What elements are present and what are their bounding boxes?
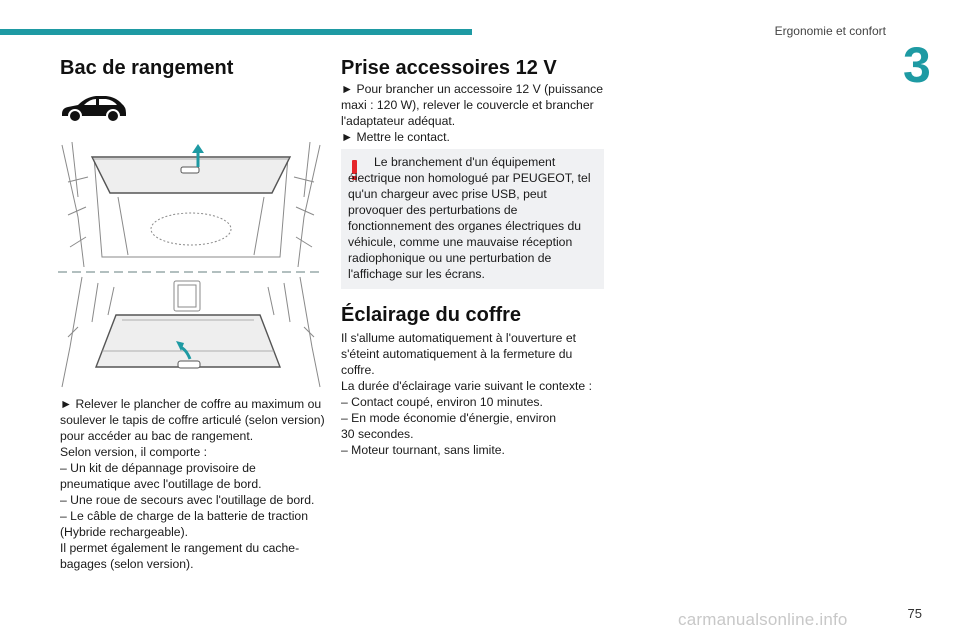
eclairage-text: Il s'allume automatiquement à l'ouvertur… [341,330,605,458]
text-line: Il s'allume automatiquement à l'ouvertur… [341,331,576,345]
warning-exclamation-icon [352,160,357,180]
text-line: l'adaptateur adéquat. [341,114,456,128]
section-heading-prise-12v: Prise accessoires 12 V [341,57,557,79]
text-line: Selon version, il comporte : [60,445,207,459]
warning-box: Le branchement d'un équipement électriqu… [341,149,604,289]
text-line: – Le câble de charge de la batterie de t… [60,509,308,523]
text-line: bagages (selon version). [60,557,194,571]
section-heading-bac-de-rangement: Bac de rangement [60,57,234,79]
text-line: – Un kit de dépannage provisoire de [60,461,256,475]
text-line: s'éteint automatiquement à la fermeture … [341,347,573,361]
page-number: 75 [907,606,922,621]
watermark: carmanualsonline.info [678,610,848,629]
chapter-number: 3 [903,37,931,93]
text-line: – Contact coupé, environ 10 minutes. [341,395,543,409]
chapter-accent-bar [0,29,472,35]
trunk-storage-illustration [58,141,324,388]
text-line: – Une roue de secours avec l'outillage d… [60,493,315,507]
text-line: ► Pour brancher un accessoire 12 V (puis… [341,82,604,96]
section-heading-eclairage-coffre: Éclairage du coffre [341,304,522,326]
text-line: pneumatique avec l'outillage de bord. [60,477,262,491]
text-line: (Hybride rechargeable). [60,525,189,539]
prise-12v-text: ► Pour brancher un accessoire 12 V (puis… [341,81,605,145]
text-line: ► Mettre le contact. [341,130,450,144]
warning-text: Le branchement d'un équipement électriqu… [348,155,591,281]
text-line: maxi : 120 W), relever le couvercle et b… [341,98,594,112]
bac-rangement-text: ► Relever le plancher de coffre au maxim… [60,396,326,572]
text-line: pour accéder au bac de rangement. [60,429,254,443]
text-line: ► Relever le plancher de coffre au maxim… [60,397,322,411]
text-line: 30 secondes. [341,427,414,441]
text-line: – Moteur tournant, sans limite. [341,443,505,457]
car-side-icon [62,96,126,123]
text-line: – En mode économie d'énergie, environ [341,411,557,425]
text-line: coffre. [341,363,375,377]
text-line: La durée d'éclairage varie suivant le co… [341,379,592,393]
text-line: soulever le tapis de coffre articulé (se… [60,413,325,427]
text-line: Il permet également le rangement du cach… [60,541,300,555]
chapter-title: Ergonomie et confort [774,24,886,38]
